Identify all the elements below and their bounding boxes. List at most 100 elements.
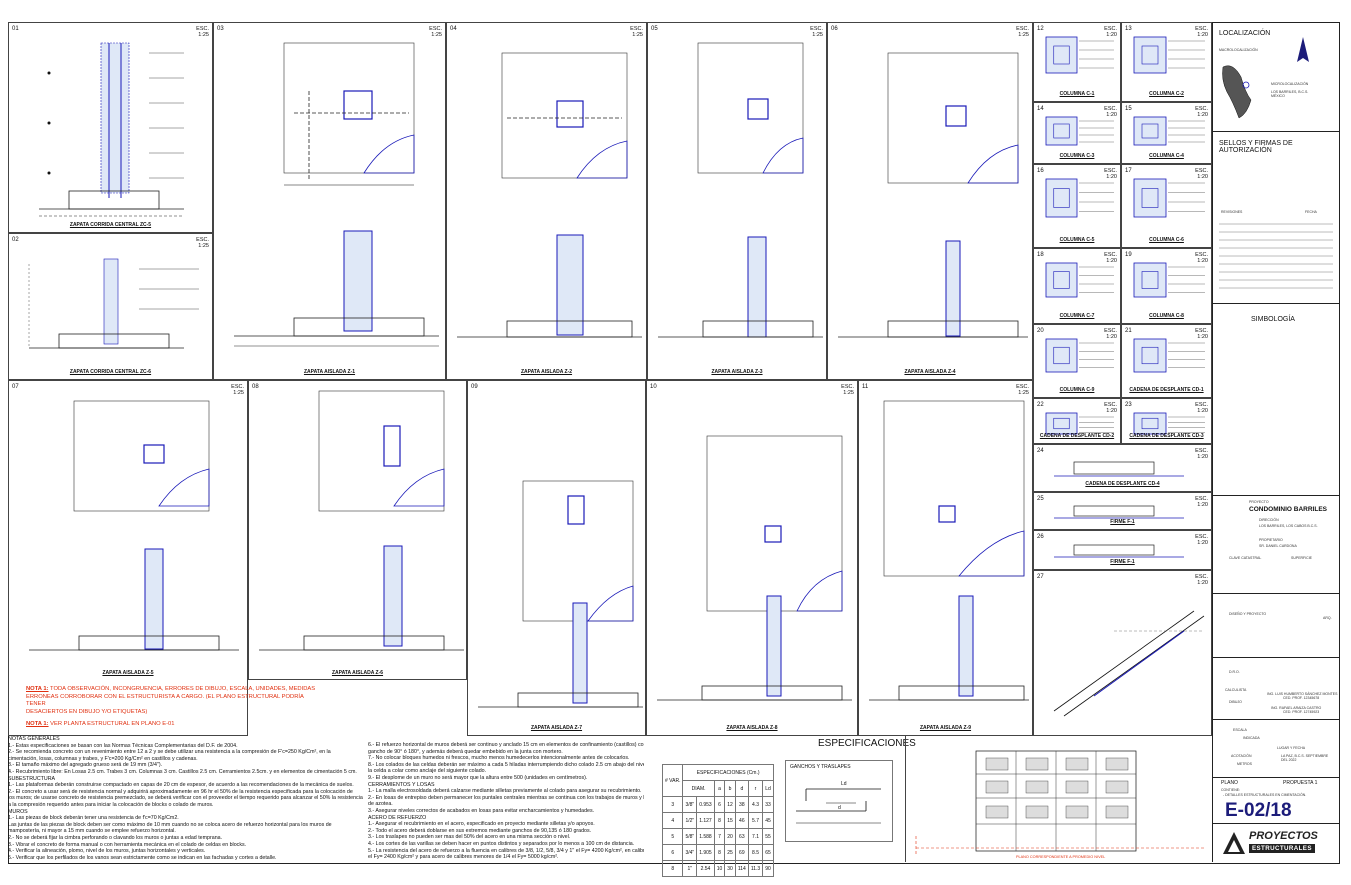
panel-07: 07 ESC. 1:25 ZAPATA AISLADA Z-5 <box>8 380 248 736</box>
panel-title: COLUMNA C-2 <box>1149 91 1184 97</box>
detail-drawing <box>1133 262 1205 298</box>
detail-drawing <box>1045 178 1114 218</box>
spec-cell: 3/8" <box>682 796 698 813</box>
spec-cell: 7 <box>713 828 726 845</box>
fecha-label: FECHA <box>1305 210 1317 214</box>
footing-plan-and-section <box>234 42 439 347</box>
logo-top: PROYECTOS <box>1249 830 1318 842</box>
general-notes-continued: 6.- El refuerzo horizontal de muros debe… <box>368 742 644 861</box>
note-line: 3.- Asegurar niveles correctos de acabad… <box>368 807 595 814</box>
spec-cell: 4.3 <box>747 796 764 813</box>
panel-11: 11 ESC. 1:25 ZAPATA AISLADA Z-9 <box>858 380 1033 736</box>
spec-cell: 69 <box>734 844 749 861</box>
note-line: 5.- Verificar que los perfilados de los … <box>8 854 277 861</box>
note-text: DESACIERTOS EN DIBUJO Y/O ETIQUETAS) <box>26 708 148 715</box>
panel-title: ZAPATA AISLADA Z-5 <box>102 670 154 676</box>
note-line: cimentación, losas, columnas y trabes, y… <box>8 755 198 762</box>
project-box: PROYECTO CONDOMINIO BARRILES DIRECCIÓN L… <box>1213 496 1339 594</box>
panel-scale: ESC. 1:20 <box>1104 402 1117 414</box>
note-text: VER PLANTA ESTRUCTURAL EN PLANO E-01 <box>48 721 175 728</box>
note-tag: NOTA 1: <box>26 686 49 692</box>
panel-number: 04 <box>450 26 457 32</box>
spec-cell: 6 <box>661 844 684 861</box>
note-line: 1.- Las piezas de block deberán tener un… <box>8 815 179 822</box>
panel-scale: ESC. 1:25 <box>1016 26 1029 38</box>
footing-plan-and-section <box>478 480 643 708</box>
spec-cell: 10 <box>713 860 726 877</box>
panel-title: COLUMNA C-1 <box>1059 91 1095 97</box>
panel-number: 11 <box>862 384 869 390</box>
spec-cell: 6 <box>713 796 726 813</box>
panel-scale: ESC. 1:20 <box>1195 106 1208 118</box>
ganchos-diagram: GANCHOS Y TRASLAPES Ld d <box>785 760 893 842</box>
spec-cell: 45 <box>762 812 774 829</box>
facade-drawing: PLANO CORRESPONDIENTE A PROMEDIO NIVEL <box>905 736 1213 862</box>
spec-cell: 63 <box>734 828 749 845</box>
note-line: MUROS <box>8 808 28 815</box>
spec-cell: 5 <box>661 828 684 845</box>
signatures-box: SELLOS Y FIRMAS DE AUTORIZACIÓN REVISION… <box>1213 132 1339 304</box>
revisiones-label: REVISIONES <box>1221 210 1243 214</box>
note-line: 1.- Estas especificaciones se basan con … <box>8 742 238 749</box>
footing-plan-and-section <box>457 52 642 338</box>
dro-label: D.R.O. <box>1229 670 1240 674</box>
spec-cell: 1.905 <box>696 844 715 861</box>
project-name: CONDOMINIO BARRILES <box>1249 506 1327 513</box>
panel-09: 09 ZAPATA AISLADA Z-7 <box>467 380 646 736</box>
spec-header: Ld <box>762 780 774 797</box>
panel-01: 01 ESC. 1:25 ZAPATA CORRIDA CENTRAL ZC-5 <box>8 22 213 233</box>
panel-scale: ESC. 1:25 <box>1016 384 1029 396</box>
panel-number: 21 <box>1125 328 1132 334</box>
panel-05: 05 ESC. 1:25 ZAPATA AISLADA Z-3 <box>647 22 827 380</box>
panel-scale: ESC. 1:20 <box>1195 26 1208 38</box>
panel-scale: ESC. 1:25 <box>196 237 209 249</box>
ganchos-drawing <box>796 788 881 824</box>
panel-title: ZAPATA AISLADA Z-7 <box>530 725 583 731</box>
panel-number: 10 <box>650 384 657 390</box>
spec-cell: 12 <box>724 796 736 813</box>
panel-number: 18 <box>1037 252 1044 258</box>
panel-number: 03 <box>217 26 224 32</box>
acotacion-label: ACOTACIÓN <box>1231 754 1252 758</box>
calculista-label: CALCULISTA <box>1225 688 1247 692</box>
panel-scale: ESC. 1:25 <box>196 26 209 38</box>
panel-title: ZAPATA CORRIDA CENTRAL ZC-6 <box>69 369 152 375</box>
panel-title: FIRME F-1 <box>1110 559 1135 565</box>
macro-label: MACROLOCALIZACIÓN <box>1219 48 1258 52</box>
panel-06: 06 ESC. 1:25 ZAPATA AISLADA Z-4 <box>827 22 1033 380</box>
calculista-ced: CED. PROF. 12345678 <box>1283 696 1320 700</box>
panel-number: 15 <box>1125 106 1132 112</box>
panel-scale: ESC. 1:20 <box>1195 328 1208 340</box>
dibujo-label: DIBUJO <box>1229 700 1242 704</box>
logo-box: PROYECTOS ESTRUCTURALES <box>1213 824 1339 862</box>
location-text: LOS BARRILES, B.C.S. MÉXICO <box>1271 90 1309 98</box>
spec-cell: 3/4" <box>682 844 698 861</box>
facade-caption: PLANO CORRESPONDIENTE A PROMEDIO NIVEL <box>1016 855 1106 859</box>
revision-lines <box>1219 223 1333 289</box>
scale-box: ESCALA INDICADA LUGAR Y FECHA ACOTACIÓN … <box>1213 720 1339 778</box>
panel-title: CADENA DE DESPLANTE CD-2 <box>1039 433 1115 439</box>
spec-cell: 46 <box>734 812 749 829</box>
panel-scale: ESC. 1:25 <box>841 384 854 396</box>
panel-08: 08 ZAPATA AISLADA Z-6 <box>248 380 467 680</box>
d-label: d <box>838 805 841 811</box>
panel-scale: ESC. 1:20 <box>1195 168 1208 180</box>
panel-title: ZAPATA AISLADA Z-6 <box>331 670 384 676</box>
panel-scale: ESC. 1:20 <box>1195 252 1208 264</box>
footing-section-drawing <box>39 42 184 217</box>
footing-section-drawing <box>28 258 199 349</box>
detail-drawing <box>1054 461 1184 477</box>
panel-number: 09 <box>471 384 478 390</box>
spec-cell: 2.54 <box>696 860 715 877</box>
